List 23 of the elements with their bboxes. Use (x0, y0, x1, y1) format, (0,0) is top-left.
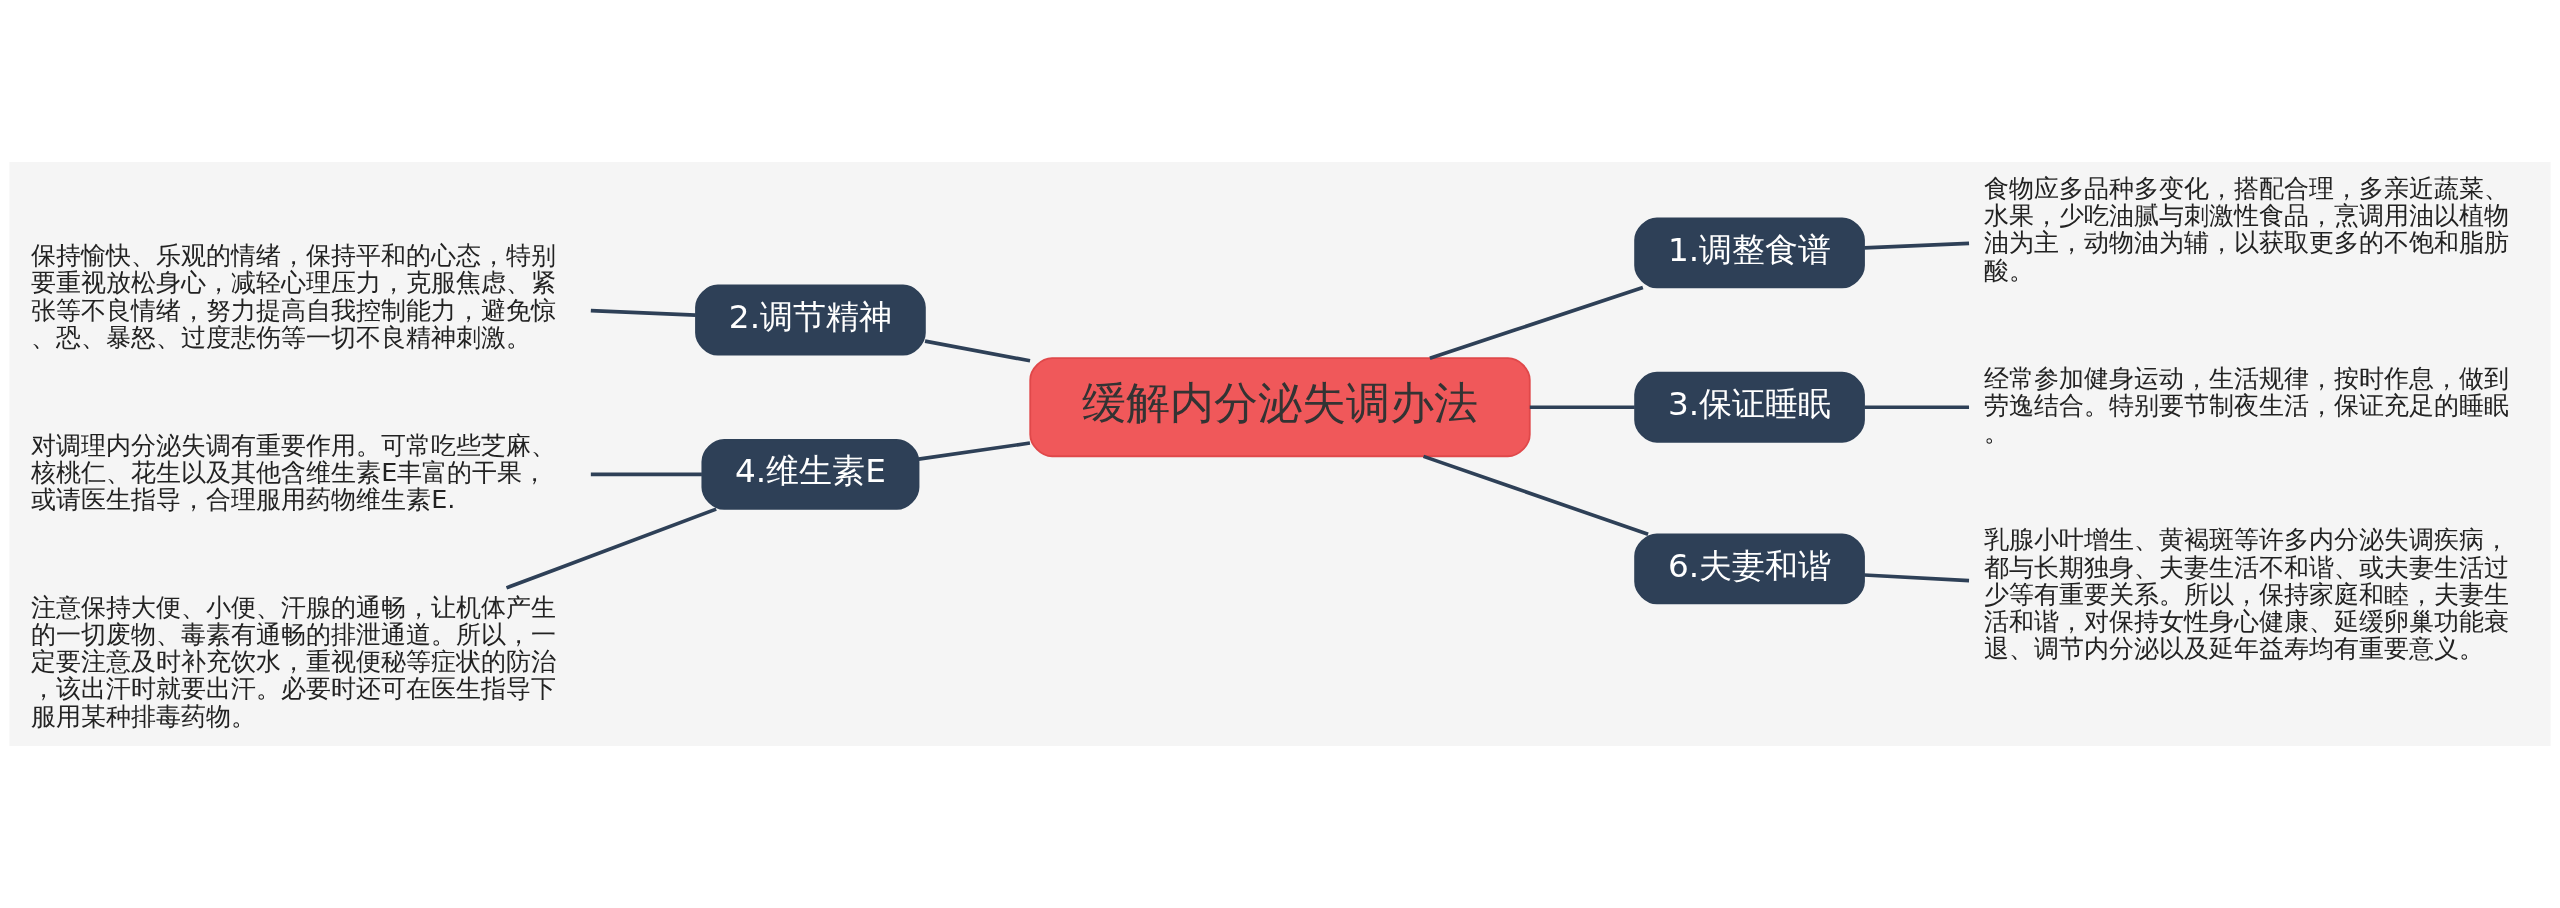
node-box: 3.保证睡眠 (1634, 371, 1865, 443)
connector (1529, 405, 1635, 410)
node-text: 对调理内分泌失调有重要作用。可常吃些芝麻、核桃仁、花生以及其他含维生素E丰富的干果，或请医生指导，合理服用药物维生素E. (31, 429, 557, 515)
node-box: 2.调节精神 (695, 284, 926, 356)
connector (590, 472, 702, 477)
connector (505, 507, 717, 590)
node-box: 6.夫妻和谐 (1634, 533, 1865, 605)
node-box: 4.维生素E (701, 439, 920, 510)
node-text: 乳腺小叶增生、黄褐斑等许多内分泌失调疾病，都与长期独身、夫妻生活不和谐、或夫妻生活过少等有重要关系。所以，保持家庭和睦，夫妻生活和谐，对保持女性身心健康、延缓卵巢功能衰退、调节内分泌以及延年益寿均有重要意义。 (1983, 524, 2509, 664)
node-box: 缓解内分泌失调办法 (1029, 357, 1531, 458)
node-text: 经常参加健身运动，生活规律，按时作息，做到劳逸结合。特别要节制夜生活，保证充足的睡眠。 (1983, 362, 2509, 448)
connector (1422, 454, 1649, 537)
connector (1864, 573, 1970, 583)
connector (1429, 285, 1644, 360)
node-text: 注意保持大便、小便、汗腺的通畅，让机体产生的一切废物、毒素有通畅的排泄通道。所以，一定要注意及时补充饮水，重视便秘等症状的防治，该出汗时就要出汗。必要时还可在医生指导下服用某种排毒药物。 (31, 591, 557, 731)
node-text: 食物应多品种多变化，搭配合理，多亲近蔬菜、水果，少吃油腻与刺激性食品，烹调用油以植物油为主，动物油为辅，以获取更多的不饱和脂肪酸。 (1983, 172, 2509, 285)
node-text: 保持愉快、乐观的情绪，保持平和的心态，特别要重视放松身心，减轻心理压力，克服焦虑、紧张等不良情绪，努力提高自我控制能力，避免惊、恐、暴怒、过度悲伤等一切不良精神刺激。 (31, 240, 557, 352)
connector (924, 339, 1031, 363)
connector (1864, 405, 1970, 410)
connector (918, 441, 1031, 461)
connector (590, 308, 696, 317)
connector (1864, 241, 1970, 250)
node-box: 1.调整食谱 (1634, 217, 1865, 289)
